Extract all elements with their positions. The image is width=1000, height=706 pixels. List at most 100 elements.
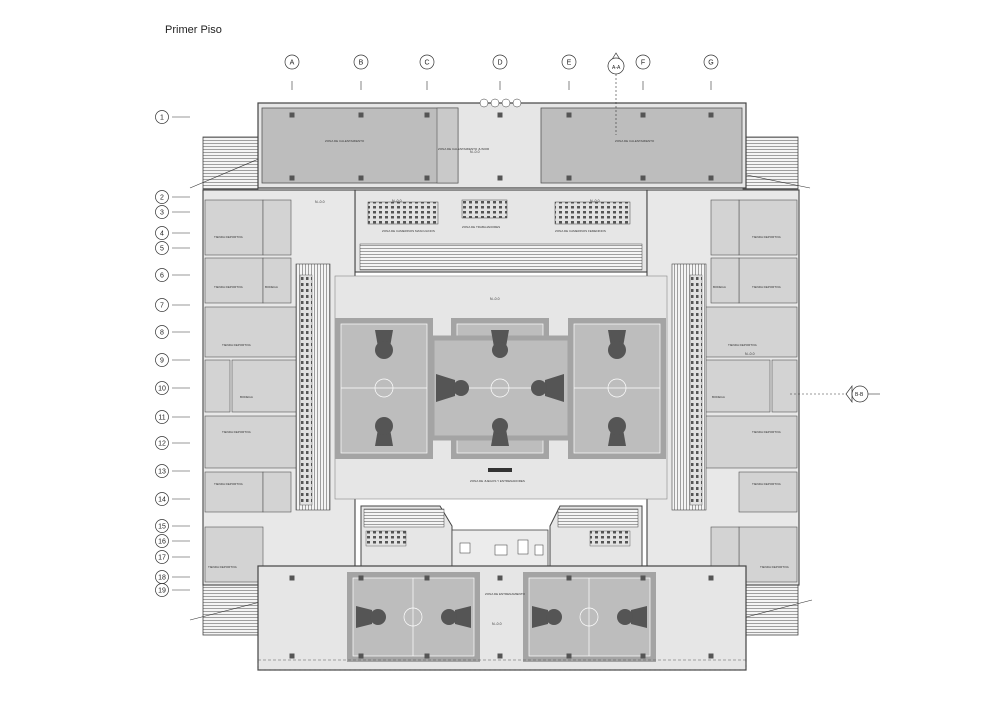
- zone-label-games: ZONA DE JUEGOS Y ENTRENADORES: [470, 479, 525, 483]
- column-axis-G: G: [703, 54, 719, 90]
- section-marker-top: A-A: [607, 52, 625, 135]
- zone-label-changing-right: ZONA DE CAMERINOS FEMENINOS: [555, 229, 606, 233]
- row-axis-14: 14: [155, 492, 190, 506]
- column-pillar: [424, 112, 430, 118]
- shop-label-r5: TIENDA DEPORTIVA: [752, 482, 781, 486]
- row-axis-1: 1: [155, 110, 190, 124]
- column-pillar: [289, 175, 295, 181]
- row-axis-8: 8: [155, 325, 190, 339]
- column-pillar: [424, 175, 430, 181]
- row-axis-label: 16: [158, 539, 166, 546]
- row-axis-15: 15: [155, 519, 190, 533]
- column-pillar: [358, 653, 364, 659]
- row-axis-9: 9: [155, 353, 190, 367]
- row-axis-19: 19: [155, 583, 190, 597]
- zone-label-top-right: ZONA DE CALENTAMIENTO: [615, 139, 655, 143]
- zone-label-bottom: ZONA DE ENTRENAMIENTO: [485, 592, 526, 596]
- column-pillar: [708, 175, 714, 181]
- column-axis-D: D: [492, 54, 508, 90]
- row-axis-label: 19: [158, 588, 166, 595]
- row-axis-17: 17: [155, 550, 190, 564]
- shop-label-r2: TIENDA DEPORTIVA: [752, 285, 781, 289]
- row-axis-10: 10: [155, 381, 190, 395]
- column-pillar: [566, 653, 572, 659]
- row-axis-16: 16: [155, 534, 190, 548]
- column-axis-B: B: [353, 54, 369, 90]
- column-axis-A: A: [284, 54, 300, 90]
- row-axis-3: 3: [155, 205, 190, 219]
- row-axis-12: 12: [155, 436, 190, 450]
- column-axis-C: C: [419, 54, 435, 90]
- column-pillar: [497, 175, 503, 181]
- row-axis-label: 10: [158, 386, 166, 393]
- top-block: ZONA DE CALENTAMIENTO ZONA DE CALENTAMIE…: [257, 98, 747, 189]
- row-axis-label: 4: [160, 231, 164, 238]
- row-axis-label: 13: [158, 469, 166, 476]
- exterior-stairs: [189, 136, 813, 636]
- shop-label-r3: TIENDA DEPORTIVA: [728, 343, 757, 347]
- column-axis-label: G: [708, 60, 713, 67]
- storage-label-l2: BODEGA: [265, 285, 278, 289]
- row-axis-label: 18: [158, 575, 166, 582]
- main-court-hall: N.-0.0 ZONA DE JUEGOS Y ENTRENADORES: [334, 275, 668, 500]
- column-pillar: [289, 653, 295, 659]
- level-label-bottom: N.-0.0: [492, 622, 502, 626]
- column-axis-label: E: [567, 60, 572, 67]
- column-pillar: [424, 653, 430, 659]
- column-pillar: [289, 575, 295, 581]
- left-wing: TIENDA DEPORTIVA TIENDA DEPORTIVA TIENDA…: [202, 189, 356, 586]
- row-axis-label: 17: [158, 555, 166, 562]
- storage-label-r2: BODEGA: [713, 285, 726, 289]
- plan-title: Primer Piso: [165, 24, 222, 36]
- structural-columns: [289, 112, 714, 659]
- column-axis-E: E: [561, 54, 577, 90]
- section-marker-right-label: B-B: [855, 392, 864, 398]
- shop-label-l5: TIENDA DEPORTIVA: [214, 482, 243, 486]
- column-pillar: [708, 575, 714, 581]
- shop-label-r4: TIENDA DEPORTIVA: [752, 430, 781, 434]
- zone-label-top-left: ZONA DE CALENTAMIENTO: [325, 139, 365, 143]
- column-axis-label: F: [641, 60, 645, 67]
- zone-label-staff: ZONA DE TRABAJADORES: [462, 225, 500, 229]
- row-axis-label: 14: [158, 497, 166, 504]
- row-axis-label: 9: [160, 358, 164, 365]
- row-axis-label: 6: [160, 273, 164, 280]
- column-pillar: [358, 175, 364, 181]
- row-axis-13: 13: [155, 464, 190, 478]
- shop-label-l2: TIENDA DEPORTIVA: [214, 285, 243, 289]
- row-axis-label: 7: [160, 303, 164, 310]
- column-axes: A B C D E F G: [284, 54, 719, 90]
- row-axis-11: 11: [155, 410, 190, 424]
- section-marker-top-label: A-A: [612, 65, 621, 71]
- shop-label-r6: TIENDA DEPORTIVA: [760, 565, 789, 569]
- column-pillar: [497, 653, 503, 659]
- zone-label-changing-left: ZONA DE CAMERINOS MASCULINOS: [382, 229, 435, 233]
- column-pillar: [708, 653, 714, 659]
- row-axis-label: 15: [158, 524, 166, 531]
- row-axis-6: 6: [155, 268, 190, 282]
- zone-label-junior: ZONA DE CALENTAMIENTO JUNIOR: [438, 147, 490, 151]
- column-pillar: [424, 575, 430, 581]
- shop-label-l6: TIENDA DEPORTIVA: [208, 565, 237, 569]
- column-axis-label: C: [424, 60, 429, 67]
- row-axis-5: 5: [155, 241, 190, 255]
- bottom-block: ZONA DE ENTRENAMIENTO N.-0.0: [257, 565, 747, 671]
- column-pillar: [358, 575, 364, 581]
- column-pillar: [566, 575, 572, 581]
- row-axis-4: 4: [155, 226, 190, 240]
- changing-rooms-lower: [360, 505, 643, 567]
- row-axis-label: 1: [160, 115, 164, 122]
- shop-label-r1: TIENDA DEPORTIVA: [752, 235, 781, 239]
- column-pillar: [640, 175, 646, 181]
- row-axis-18: 18: [155, 570, 190, 584]
- section-marker-right: B-B: [790, 384, 880, 404]
- column-axis-label: B: [359, 60, 364, 67]
- column-pillar: [708, 112, 714, 118]
- column-pillar: [640, 112, 646, 118]
- column-pillar: [289, 112, 295, 118]
- shop-label-l1: TIENDA DEPORTIVA: [214, 235, 243, 239]
- row-axis-label: 2: [160, 195, 164, 202]
- column-pillar: [566, 112, 572, 118]
